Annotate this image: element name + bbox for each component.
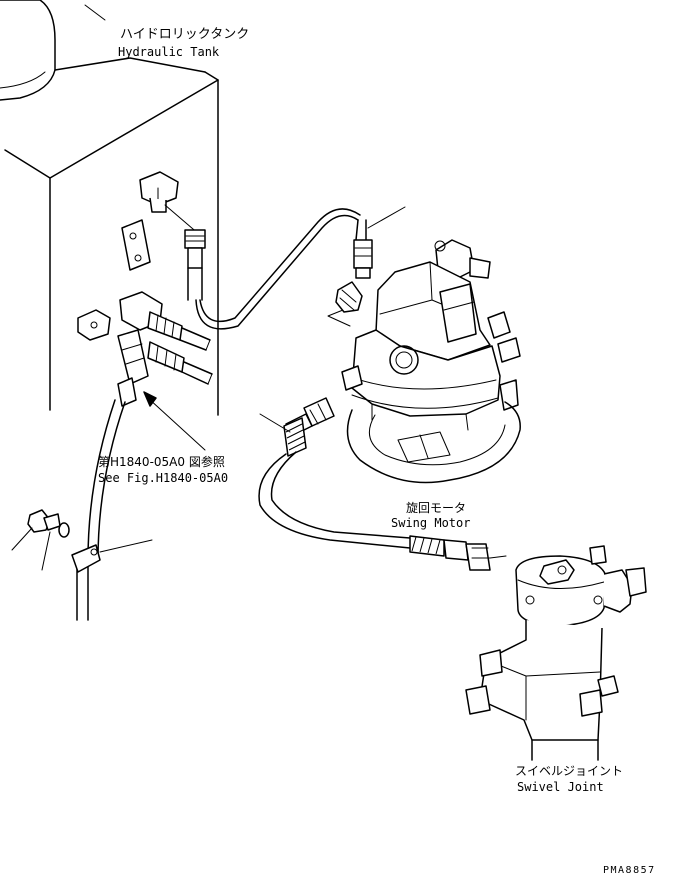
hydraulic-tank xyxy=(0,0,219,416)
mounting-plate xyxy=(121,219,151,271)
hose-clamp xyxy=(71,539,153,573)
drawing-number: PMA8857 xyxy=(603,865,656,876)
see-fig-label-jp: 第H1840-05A0 図参照 xyxy=(98,454,225,469)
elbow-fitting xyxy=(139,171,201,236)
swivel-joint-label-en: Swivel Joint xyxy=(517,780,604,794)
hose-tank-to-motor xyxy=(199,208,361,323)
tank-hose-adapter xyxy=(184,229,206,301)
hydraulic-tank-label-en: Hydraulic Tank xyxy=(118,45,220,59)
loose-fitting xyxy=(335,281,363,313)
swing-motor xyxy=(327,239,521,484)
hose-motor-to-swivel xyxy=(258,397,507,571)
swivel-joint-label-jp: スイベルジョイント xyxy=(515,764,623,778)
manifold-block xyxy=(77,291,213,407)
hydraulic-tank-label-jp: ハイドロリックタンク xyxy=(120,27,249,42)
swing-motor-label-jp: 旋回モータ xyxy=(406,501,466,515)
swing-motor-label-en: Swing Motor xyxy=(391,516,470,530)
swivel-joint xyxy=(465,545,647,761)
leader-see-fig xyxy=(147,397,206,451)
motor-top-hose-adapter xyxy=(353,206,406,279)
bolt-washer xyxy=(11,509,70,571)
see-fig-label-en: See Fig.H1840-05A0 xyxy=(98,471,228,485)
hose-left-vertical xyxy=(87,399,116,621)
